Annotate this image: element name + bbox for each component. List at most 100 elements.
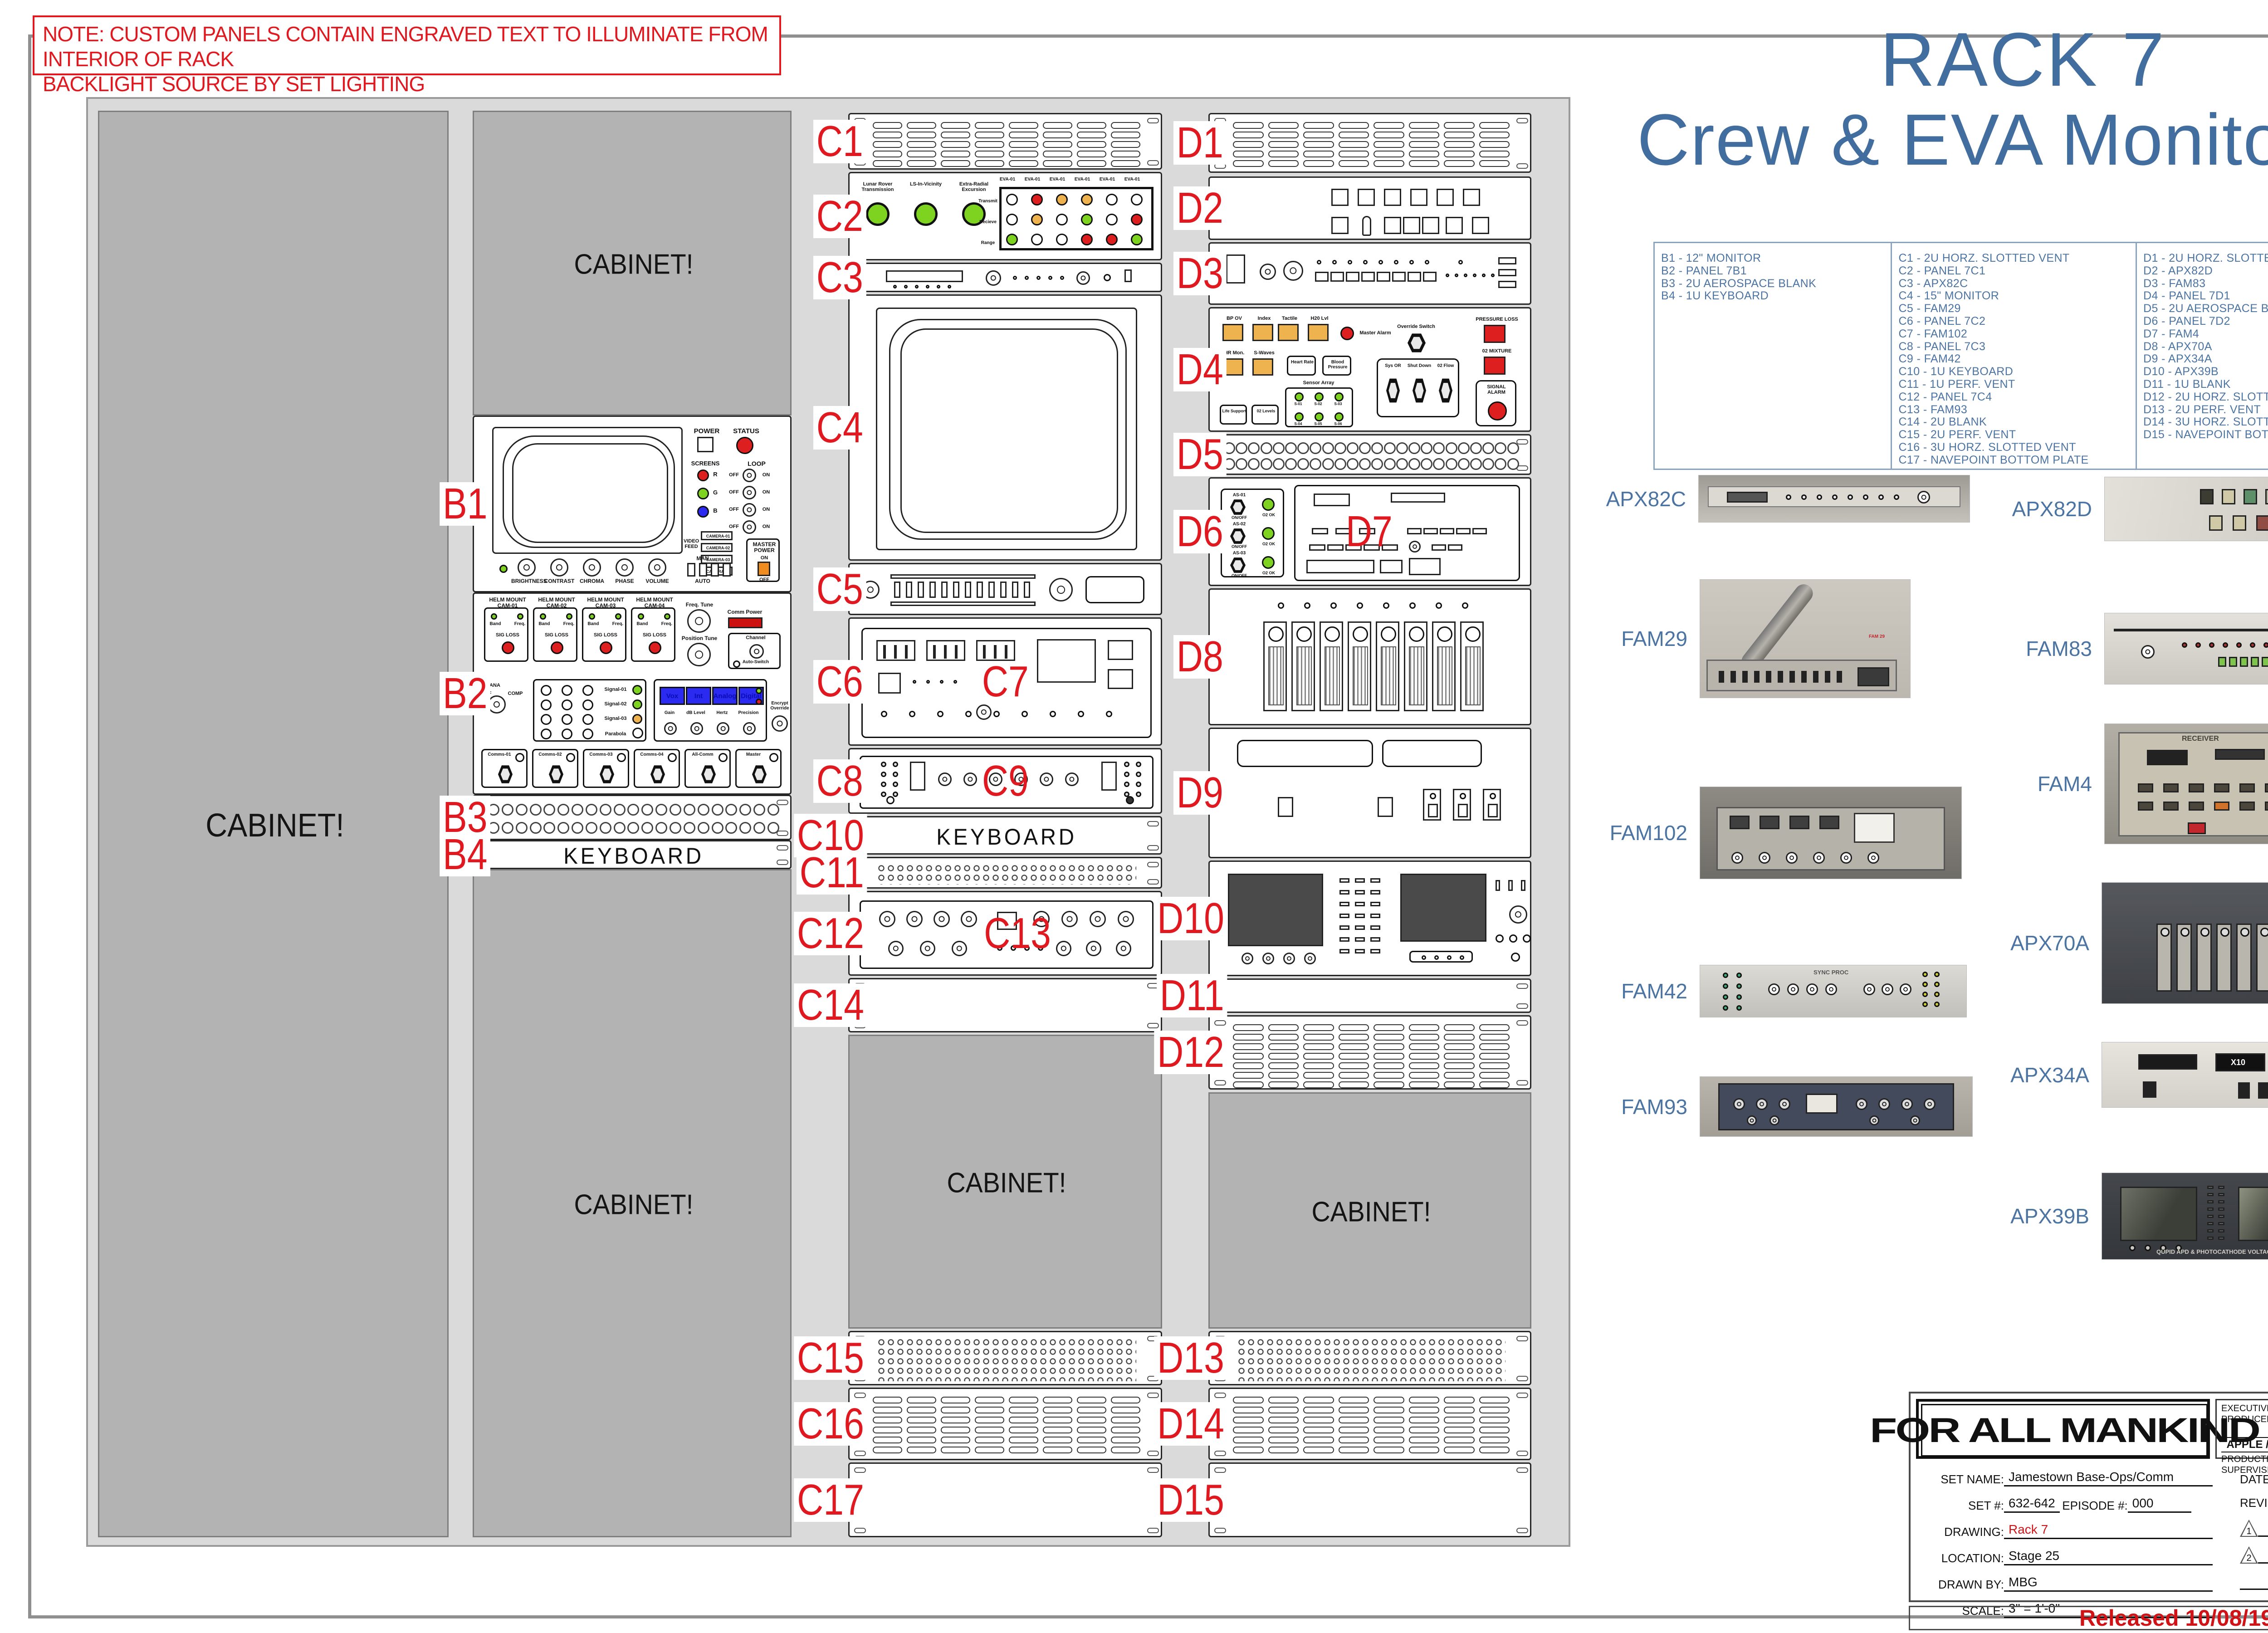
btn [2214, 802, 2229, 811]
indicator-light [962, 202, 986, 226]
mini [2207, 1215, 2214, 1218]
panel-text: Sys OR [1385, 363, 1401, 368]
indicator-light [566, 753, 575, 762]
slot-block [1108, 669, 1133, 689]
vent-hole [697, 804, 709, 816]
studio-line: APPLE / SONY PICTURES TELEVISION [2221, 1437, 2268, 1452]
panel-callout-D15: D15 [1154, 1478, 1227, 1522]
vent-hole [1421, 442, 1433, 454]
panel-callout-D4: D4 [1173, 347, 1227, 391]
screw-slot [1214, 1467, 1226, 1473]
vent-slot [1303, 1407, 1334, 1413]
vent-slot [975, 151, 1004, 157]
panel-text: Override Switch [1397, 324, 1435, 329]
production-info: EXECUTIVE PRODUCERS:RONALD D. MOORE / MA… [2215, 1399, 2268, 1475]
panel-text: SCREENS [691, 460, 720, 467]
blk [1730, 816, 1750, 829]
toggle-switch [600, 765, 614, 783]
panel-text: OFF [729, 472, 739, 478]
stripes [1296, 646, 1312, 705]
indicator-light [1278, 602, 1284, 609]
photo-caption: FAM 29 [1869, 634, 1885, 639]
btn [1335, 528, 1352, 534]
stack [910, 762, 925, 791]
set-name-label: SET NAME: [1941, 1472, 2004, 1486]
plugin-module [1404, 621, 1427, 711]
indicator-light [2260, 928, 2268, 937]
btn [2265, 802, 2268, 811]
indicator-light [1106, 194, 1118, 205]
vent-hole [627, 822, 640, 834]
rack-panel-D2 [1208, 176, 1531, 240]
vent-slot [1374, 1397, 1404, 1403]
white-button: Heart Rate [1287, 356, 1316, 376]
plugin-module [1460, 621, 1484, 711]
indicator-light [1378, 260, 1383, 264]
indicator-light [1131, 234, 1143, 245]
vent-slot [1268, 1397, 1299, 1403]
comm-switch: Master [735, 749, 782, 788]
knob [1731, 852, 1743, 864]
show-logo: FOR ALL MANKIND [1869, 1411, 2261, 1450]
vent-slot [1374, 1447, 1404, 1453]
indicator-light [541, 699, 552, 710]
indicator-light [1106, 214, 1118, 225]
camera-feed-box: CAMERA-01 [701, 531, 733, 540]
mini [2218, 1222, 2224, 1225]
bar [1409, 558, 1441, 575]
hole-row [488, 804, 779, 816]
panel-text: Comms-03 [589, 752, 613, 757]
mini [2207, 1193, 2214, 1196]
knob [1076, 271, 1090, 285]
indicator-light [1878, 494, 1884, 500]
tg [1789, 671, 1795, 683]
vent-hole [1260, 442, 1272, 454]
vent-slot [1374, 1072, 1404, 1079]
stripes [1465, 646, 1481, 705]
vent-slot [1374, 1417, 1404, 1423]
vent-hole [1383, 458, 1396, 470]
mic-base-panel [1706, 660, 1897, 691]
vent-slot [1043, 1447, 1072, 1453]
photo-card-FAM102 [1700, 787, 1961, 879]
panel-callout-C7: C7 [982, 657, 1029, 706]
knob [717, 722, 729, 735]
pwr [2188, 822, 2206, 834]
indicator-light [2223, 642, 2228, 648]
btn [2265, 783, 2268, 792]
vent-slot [1268, 1427, 1299, 1433]
mini-btn [1339, 925, 1349, 930]
rack-panel-C6 [848, 617, 1162, 746]
indicator-light [2182, 642, 2187, 648]
knob [583, 558, 601, 577]
panel-text: Encrypt Override [770, 701, 789, 711]
vent-slot [1009, 1397, 1038, 1403]
vent-slot [1408, 141, 1439, 148]
vent-slot [1479, 1053, 1510, 1060]
indicator-light [638, 613, 644, 620]
seg [1423, 272, 1437, 282]
vent-slot [1374, 1062, 1404, 1069]
panel-text: HELM MOUNT CAM-01 [489, 596, 526, 609]
vent-hole [1421, 458, 1433, 470]
disp [1727, 492, 1768, 503]
indicator-light [914, 202, 938, 226]
panel-text: 02 Levels [1256, 409, 1276, 413]
panel-callout-D2: D2 [1173, 186, 1227, 230]
panel-text: EVA-01 [1024, 177, 1041, 182]
slit [905, 645, 908, 659]
vent-hole [627, 804, 640, 816]
indicator-light [893, 285, 897, 288]
vent-hole [1285, 442, 1297, 454]
amber-button [1278, 324, 1299, 341]
panel-callout-D13: D13 [1154, 1336, 1227, 1380]
panel-text: CHROMA [580, 578, 604, 584]
screw-slot [1147, 1467, 1159, 1473]
screw-slot [1214, 1020, 1226, 1026]
vent-slot [1043, 1427, 1072, 1433]
panel-text: ON [762, 507, 770, 512]
panel-text: CONTRAST [544, 578, 575, 584]
